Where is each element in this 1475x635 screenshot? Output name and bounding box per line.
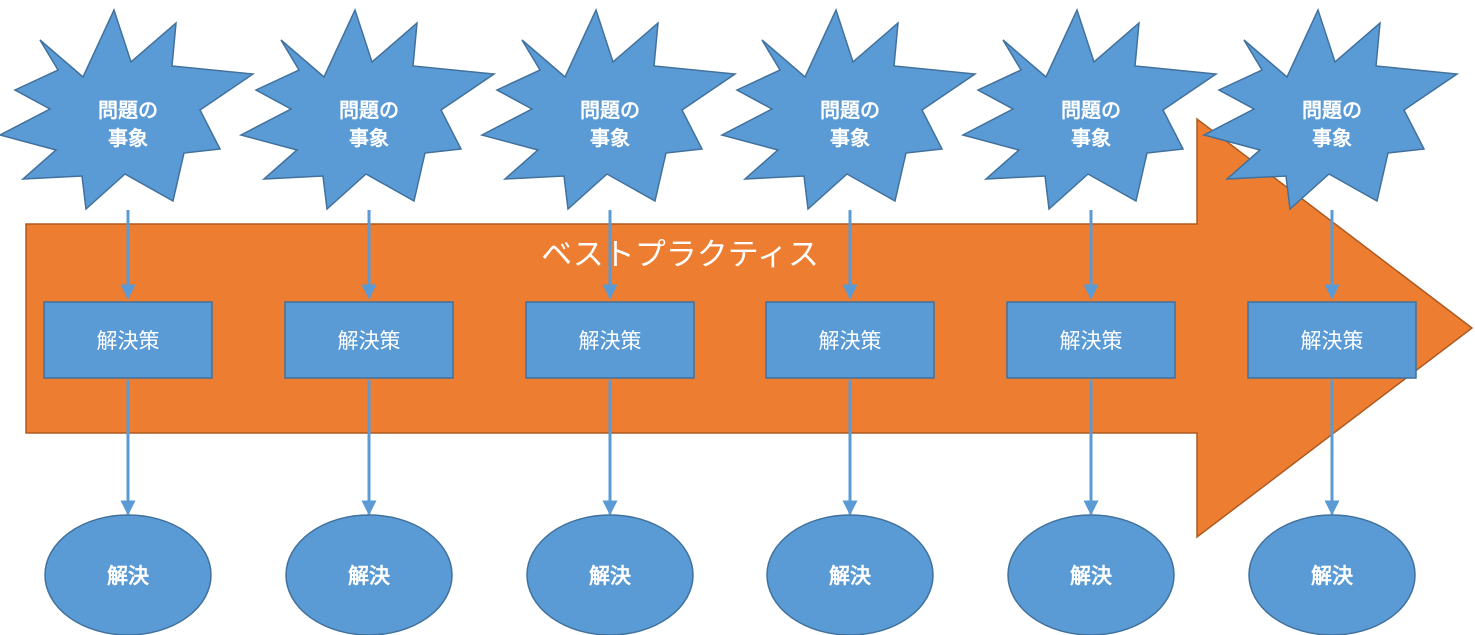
solution-box: [765, 301, 935, 379]
result-label: 解決: [829, 564, 872, 588]
problem-label-line1: 問題の: [339, 98, 399, 122]
problem-burst: [0, 7, 256, 211]
result-label: 解決: [589, 564, 632, 588]
problem-burst: [238, 7, 497, 211]
problem-burst: [960, 7, 1219, 211]
solution-label: 解決策: [338, 329, 401, 353]
problem-label-line1: 問題の: [1061, 98, 1121, 122]
result-ellipse: [1248, 514, 1416, 635]
solution-box: [1247, 301, 1417, 379]
problem-label-line2: 事象: [1071, 126, 1111, 150]
result-label: 解決: [348, 564, 391, 588]
problem-label-line2: 事象: [349, 126, 389, 150]
solution-label: 解決策: [1301, 329, 1364, 353]
result-label: 解決: [1311, 564, 1354, 588]
solution-box: [525, 301, 695, 379]
problem-label-line1: 問題の: [1302, 98, 1362, 122]
solution-label: 解決策: [819, 329, 882, 353]
solution-box: [284, 301, 454, 379]
problem-label-line1: 問題の: [98, 98, 158, 122]
result-ellipse: [44, 514, 212, 635]
result-label: 解決: [107, 564, 150, 588]
problem-label-line2: 事象: [108, 126, 148, 150]
problem-label-line1: 問題の: [580, 98, 640, 122]
process-arrow-label: ベストプラクティス: [541, 237, 819, 273]
solution-box: [43, 301, 213, 379]
solution-label: 解決策: [97, 329, 160, 353]
problem-label-line2: 事象: [830, 126, 870, 150]
problem-burst: [719, 7, 978, 211]
process-arrow: [25, 117, 1474, 539]
solution-label: 解決策: [579, 329, 642, 353]
result-label: 解決: [1070, 564, 1113, 588]
solution-label: 解決策: [1060, 329, 1123, 353]
problem-burst: [1201, 7, 1460, 211]
result-ellipse: [526, 514, 694, 635]
solution-box: [1006, 301, 1176, 379]
result-ellipse: [1007, 514, 1175, 635]
result-ellipse: [285, 514, 453, 635]
problem-burst: [479, 7, 738, 211]
problem-label-line1: 問題の: [820, 98, 880, 122]
result-ellipse: [766, 514, 934, 635]
problem-label-line2: 事象: [590, 126, 630, 150]
problem-label-line2: 事象: [1312, 126, 1352, 150]
